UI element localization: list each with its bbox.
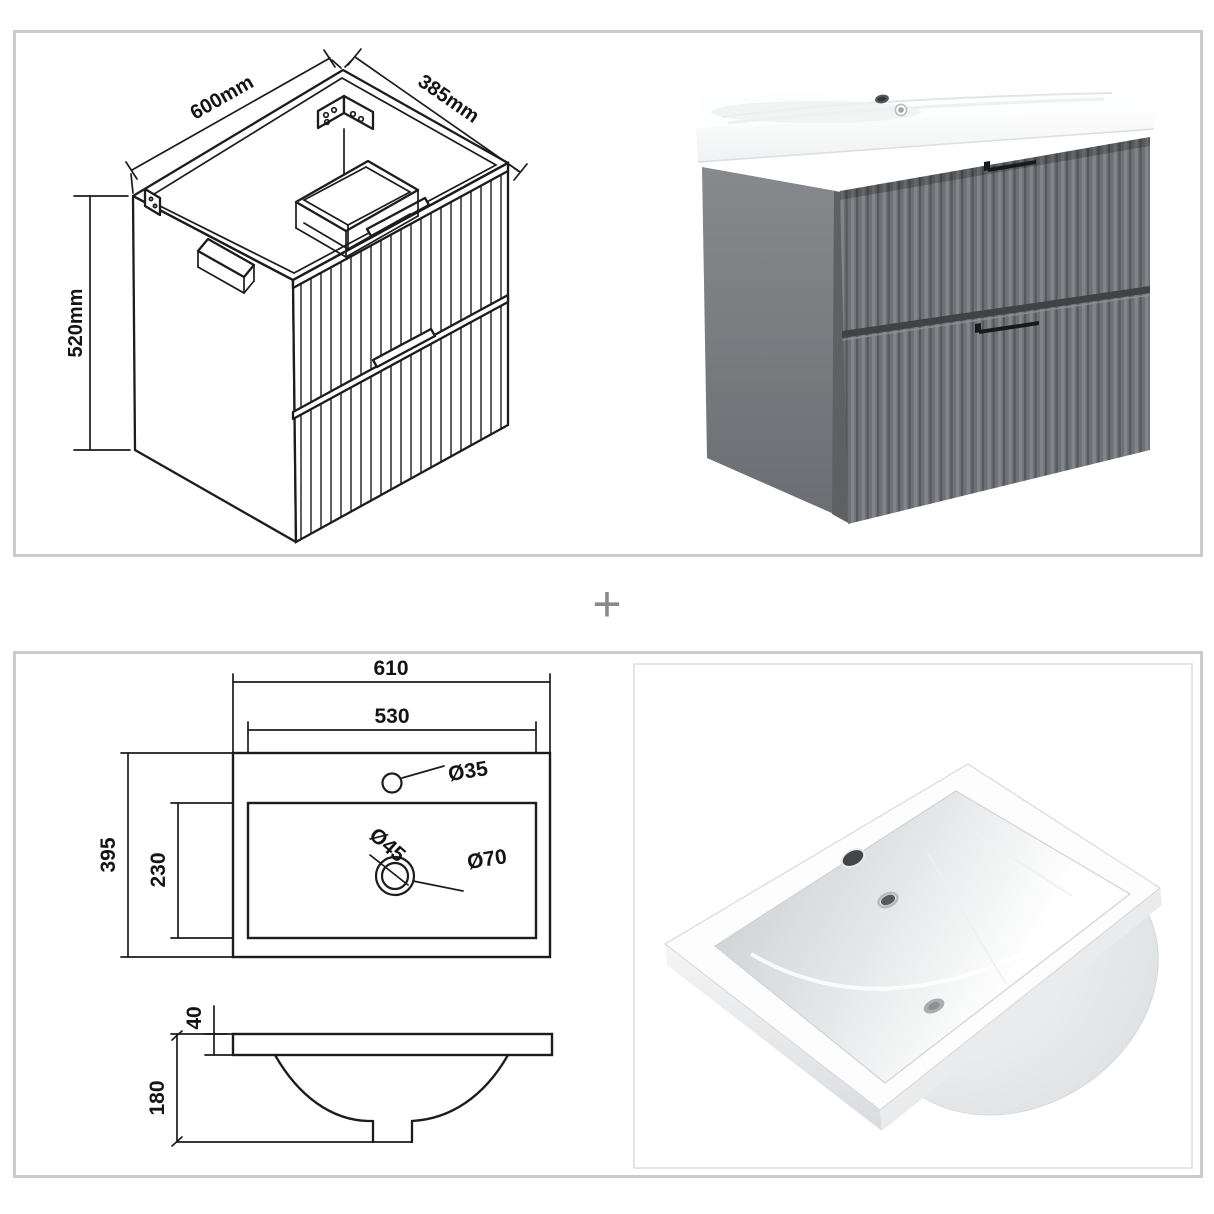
basin-side-view-drawing: 40 180 [146, 1005, 554, 1147]
wall-bracket [316, 94, 375, 186]
dimension-530: 530 [247, 705, 537, 754]
dimension-520mm: 520mm [65, 195, 131, 451]
vanity-panel: 600mm 385mm 520mm [13, 30, 1203, 557]
drawer-divider [842, 286, 1150, 338]
lower-drawer-handle [371, 327, 437, 369]
lower-drawer-handle-photo [975, 321, 1039, 334]
cabinet-corner-edge [832, 191, 850, 524]
basin-rim-front-edge [880, 888, 1162, 1131]
dim-overall-depth-label: 395 [97, 837, 120, 872]
plus-symbol: + [592, 576, 622, 632]
dim-rim-thickness-label: 40 [183, 1006, 206, 1029]
basin-overflow-hole [877, 891, 899, 909]
upper-drawer-handle-photo [984, 160, 1036, 172]
dim-bowl-height-label: 180 [146, 1080, 169, 1115]
basin-tap-hole [840, 848, 866, 868]
vanity-panel-figure: 600mm 385mm 520mm [65, 48, 1156, 544]
dim-width-label: 600mm [187, 71, 258, 124]
dim-bowl-width-label: 530 [374, 705, 409, 728]
dim-bowl-depth-label: 230 [147, 852, 170, 887]
dim-depth-label: 385mm [414, 70, 483, 127]
basin-bowl-opening [713, 790, 1132, 1084]
basin-panel: 610 530 395 [13, 651, 1203, 1178]
dimension-600mm: 600mm [125, 49, 342, 194]
cabinet-isometric-drawing: 600mm 385mm 520mm [65, 48, 528, 544]
basin-bowl-outline [246, 801, 538, 940]
internal-rail-box [196, 237, 256, 295]
overflow-hole [894, 103, 908, 117]
dimension-180: 180 [146, 1030, 234, 1147]
dimension-395: 395 [97, 752, 234, 958]
side-bracket [143, 187, 162, 217]
plus-separator: + [0, 557, 1214, 651]
dim-overall-width-label: 610 [373, 657, 408, 680]
dimension-610: 610 [232, 657, 551, 754]
internal-drain-box [294, 159, 420, 258]
dim-height-label: 520mm [65, 289, 87, 358]
basin-rim-left-edge [665, 944, 882, 1131]
basin-top-view-drawing: 610 530 395 [97, 657, 552, 959]
dimension-230: 230 [147, 802, 234, 939]
basin-rim-profile [231, 1032, 554, 1057]
upper-drawer-handle [365, 196, 431, 238]
basin-product-photo [633, 663, 1193, 1169]
vanity-product-photo [696, 85, 1156, 524]
basin-panel-figure: 610 530 395 [97, 657, 1193, 1169]
worktop [696, 85, 1156, 163]
dimension-40: 40 [183, 1005, 234, 1056]
cabinet-side-panel [702, 167, 836, 514]
